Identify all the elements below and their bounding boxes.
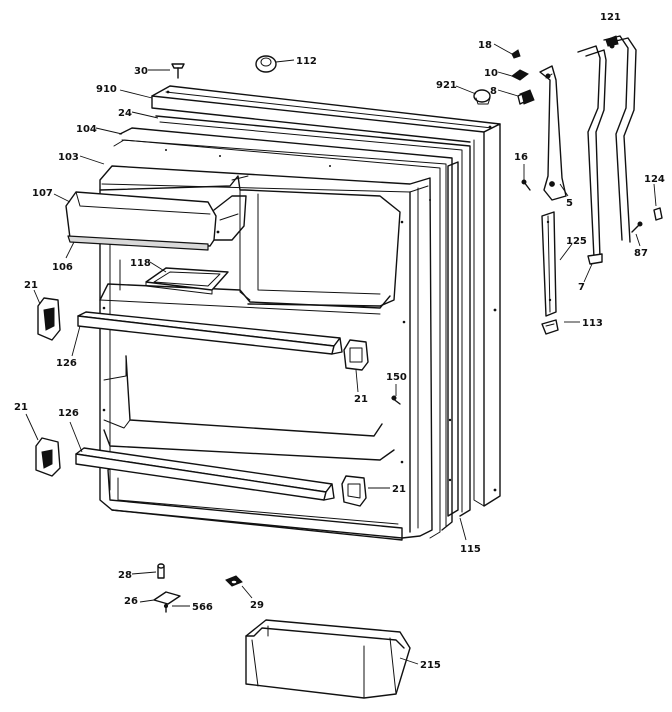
- butter-tray: [145, 267, 229, 295]
- shelf-end-cap-left-top: [37, 297, 61, 341]
- cap-124: [653, 207, 663, 221]
- dairy-compartment-door: [65, 175, 249, 251]
- screw-18: [511, 49, 521, 59]
- label-150: 150: [386, 372, 407, 383]
- label-112: 112: [296, 56, 317, 67]
- label-10: 10: [484, 68, 498, 79]
- screw-87: [631, 221, 643, 233]
- plug-112: [255, 55, 277, 73]
- leader-lines: [25, 43, 657, 665]
- label-28: 28: [118, 570, 132, 581]
- door-shelf-bar-upper: [77, 311, 343, 355]
- screw-16: [521, 179, 531, 191]
- label-30: 30: [134, 66, 148, 77]
- label-215: 215: [420, 660, 441, 671]
- label-124: 124: [644, 174, 665, 185]
- label-125: 125: [566, 236, 587, 247]
- label-8: 8: [490, 86, 497, 97]
- outer-door-panel: [151, 85, 501, 507]
- label-24: 24: [118, 108, 132, 119]
- label-18: 18: [478, 40, 492, 51]
- hinge-bracket-5: [539, 65, 567, 201]
- label-107: 107: [32, 188, 53, 199]
- shelf-end-cap-left-bottom: [35, 437, 61, 477]
- screw-566: [163, 603, 169, 613]
- label-121: 121: [600, 12, 621, 23]
- label-21-left-top: 21: [24, 280, 38, 291]
- label-115: 115: [460, 544, 481, 555]
- label-910: 910: [96, 84, 117, 95]
- door-bin-215: [245, 619, 411, 699]
- bracket-8: [517, 89, 535, 105]
- inner-door-liner: [76, 149, 433, 541]
- label-126-top: 126: [56, 358, 77, 369]
- plate-26: [153, 591, 181, 605]
- label-104: 104: [76, 124, 97, 135]
- screw-30: [171, 63, 185, 79]
- label-21-center: 21: [354, 394, 368, 405]
- label-26: 26: [124, 596, 138, 607]
- label-126-bottom: 126: [58, 408, 79, 419]
- door-handle-121: [577, 35, 637, 265]
- shelf-end-cap-bottom: [341, 475, 367, 507]
- label-5: 5: [566, 198, 573, 209]
- label-16: 16: [514, 152, 528, 163]
- label-29: 29: [250, 600, 264, 611]
- clip-10: [511, 69, 529, 81]
- label-87: 87: [634, 248, 648, 259]
- shelf-end-cap-center: [343, 339, 369, 371]
- label-21-left-bottom: 21: [14, 402, 28, 413]
- handle-channel-125: [541, 211, 557, 317]
- label-566: 566: [192, 602, 213, 613]
- plug-921: [473, 89, 491, 105]
- label-921: 921: [436, 80, 457, 91]
- label-21-bottom: 21: [392, 484, 406, 495]
- part-labels: 121 18 30 112 10 910 921 8 24 104 103 16…: [14, 12, 665, 671]
- spring-28: [157, 563, 165, 579]
- label-7: 7: [578, 282, 585, 293]
- screw-150: [391, 395, 401, 405]
- label-103: 103: [58, 152, 79, 163]
- clip-113: [541, 319, 559, 335]
- label-106: 106: [52, 262, 73, 273]
- label-113: 113: [582, 318, 603, 329]
- door-gasket-frame: [113, 115, 471, 539]
- nut-29: [225, 575, 243, 587]
- label-118: 118: [130, 258, 151, 269]
